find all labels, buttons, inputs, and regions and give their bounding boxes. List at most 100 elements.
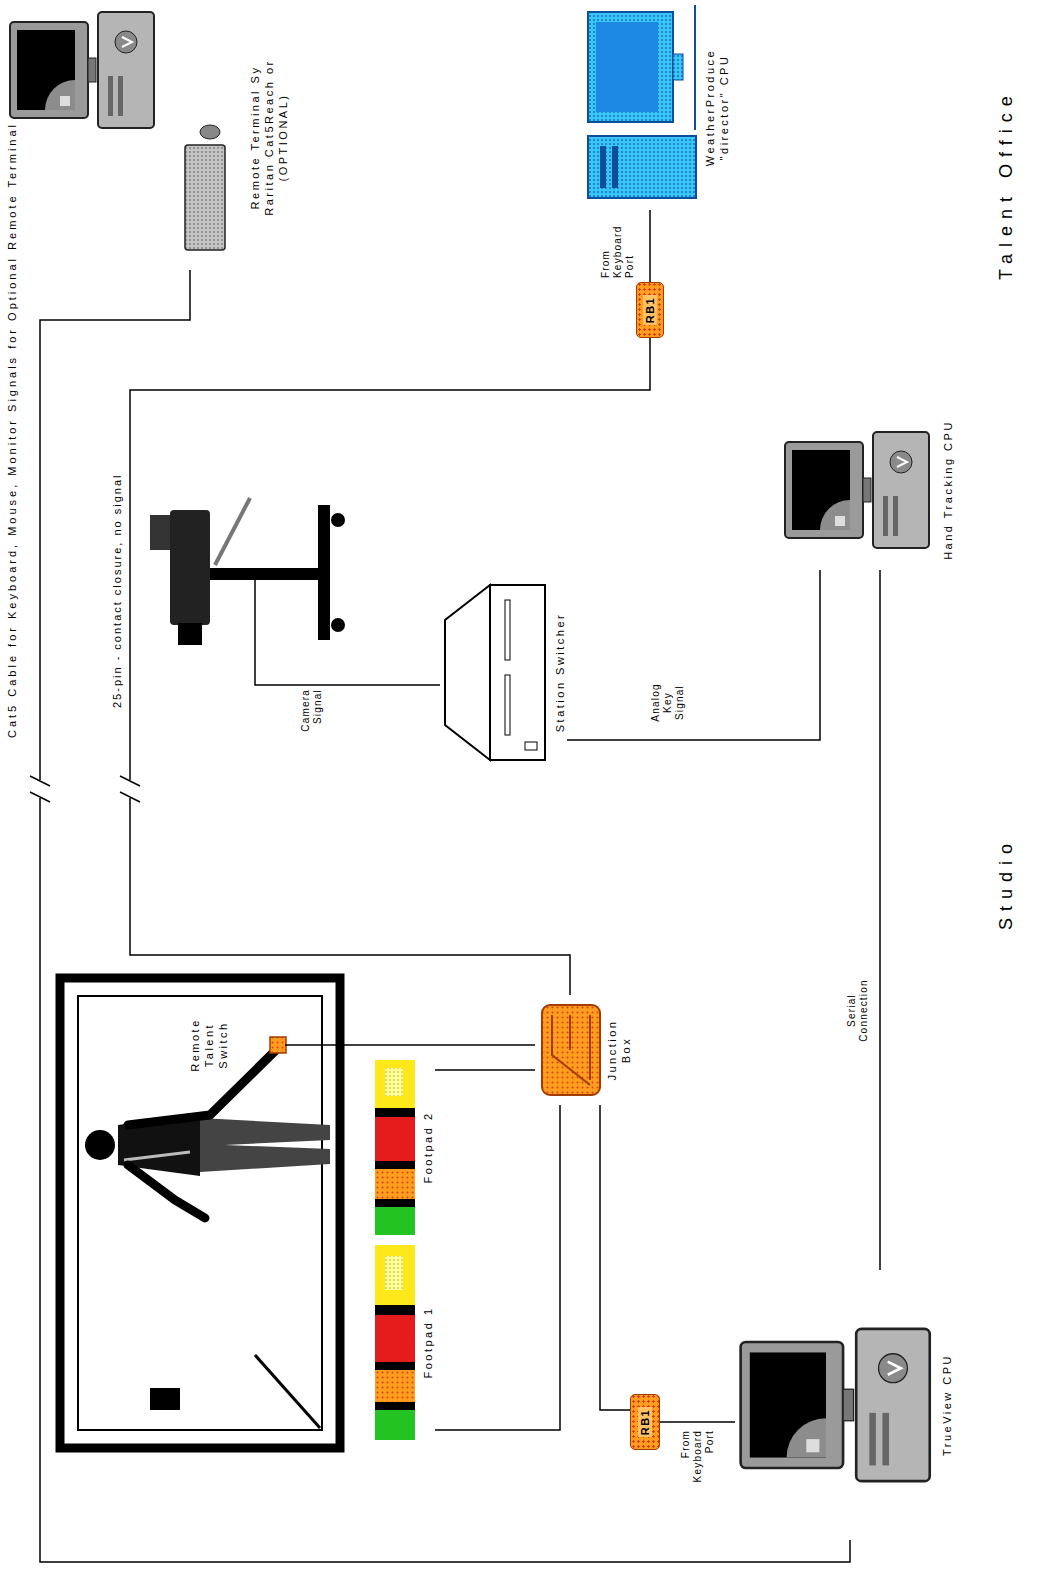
weatherproducer-computer [588,136,696,198]
footpad-strip [375,1305,415,1315]
junction-box-device [552,1015,590,1085]
studio-screen [78,996,322,1430]
footpad-strip [375,1117,415,1161]
box-label: RB1 [643,295,657,326]
talent-figure [200,1118,330,1172]
computer-illustration [741,1329,930,1481]
weatherproducer-computer [588,5,696,198]
talent-figure [270,1037,286,1053]
talent-figure [124,1152,190,1160]
station-switcher-device [445,585,490,760]
area-label: Studio [995,837,1017,930]
footpad-strip [375,1207,415,1235]
break-mark [30,776,50,786]
connector [879,570,881,1270]
port-label: From Keyboard Port [600,216,636,278]
break-mark [30,792,50,802]
device-caption: Hand Tracking CPU [941,420,955,560]
junction-box: Junction Box [535,995,633,1105]
footpad: Footpad 1 [375,1245,435,1440]
computer-illustration [200,125,220,139]
studio-screen [60,978,340,1448]
weatherproducer-computer [612,146,618,188]
footpad-strip [385,1068,403,1096]
studio-camera [331,513,345,527]
junction-box-device [542,1005,600,1095]
rb1-box: RB1 [636,282,664,338]
studio-screen [255,1355,320,1428]
area-label: Talent Office [995,89,1017,280]
rb1-box: RB1 [630,1394,660,1450]
signal-label: Camera Signal [300,689,324,744]
junction-box-device [542,1005,600,1095]
break-mark [120,776,140,786]
connector [649,210,651,282]
footpad-strip [375,1169,415,1199]
break-mark [32,780,48,798]
connector [40,270,850,1562]
footpad-strip [375,1060,415,1108]
break-mark [122,780,138,798]
connector [130,338,650,995]
break-mark [120,792,140,802]
computer-illustration [10,12,154,128]
footpad-strip [375,1370,415,1402]
talent-figure [85,1130,115,1160]
device-caption: TrueView CPU [940,1354,954,1456]
weatherproducer-computer [673,54,683,80]
connector [435,1105,560,1430]
studio-camera [210,568,318,580]
studio-camera [150,515,170,550]
studio-camera [150,498,440,685]
hand-tracking-computer: Hand Tracking CPU [775,410,955,570]
station-switcher-device [505,600,510,660]
remote-terminal: Remote Terminal Sy Raritan Cat5Reach or … [0,5,290,270]
studio-camera [178,623,202,645]
device-caption: Footpad 2 [421,1111,435,1183]
footpad-strip [375,1060,415,1440]
device-caption: Remote Talent Switch [188,1014,230,1076]
weatherproducer-computer [600,146,606,188]
computer-illustration [785,432,929,548]
talent-figure [128,1050,276,1125]
device-caption: Junction Box [605,1013,633,1088]
connector [567,570,820,740]
connection-label: Serial Connection [846,966,870,1055]
studio-screen [60,978,340,1448]
footpad-strip [375,1362,415,1370]
connector [600,1105,630,1410]
studio-screen [150,1388,180,1410]
connection-label: Analog Key Signal [650,673,686,732]
device-caption: Footpad 1 [421,1306,435,1378]
station-switcher-device [505,675,510,735]
footpad-strip [375,1161,415,1169]
trueview-computer: TrueView CPU [735,1270,954,1540]
station-switcher-device [445,585,545,760]
device-caption: Station Switcher [553,613,567,732]
studio-camera [255,580,440,685]
footpad-strip [375,1402,415,1410]
footpad-strip [375,1410,415,1440]
remote-talent-switch: Remote Talent Switch [188,1010,285,1080]
weatherproducer-computer: WeatherProduce "director" CPU [575,5,731,210]
footpad-strip [375,1315,415,1362]
footpad-strip [385,1256,403,1290]
footpad-strip [375,1199,415,1207]
computer-illustration [185,145,225,250]
weatherproducer-computer [596,22,658,112]
connector [660,1421,735,1423]
break-mark [30,776,140,802]
studio-camera [170,510,210,625]
connector [435,1069,535,1071]
footpad-strip [375,1108,415,1117]
weatherproducer-computer [588,12,673,122]
device-caption: Remote Terminal Sy Raritan Cat5Reach or … [248,38,290,238]
device-caption: WeatherProduce "director" CPU [703,38,731,178]
footpad-strip [375,1245,415,1305]
box-label: RB1 [638,1407,652,1438]
talent-figure [128,1165,205,1218]
